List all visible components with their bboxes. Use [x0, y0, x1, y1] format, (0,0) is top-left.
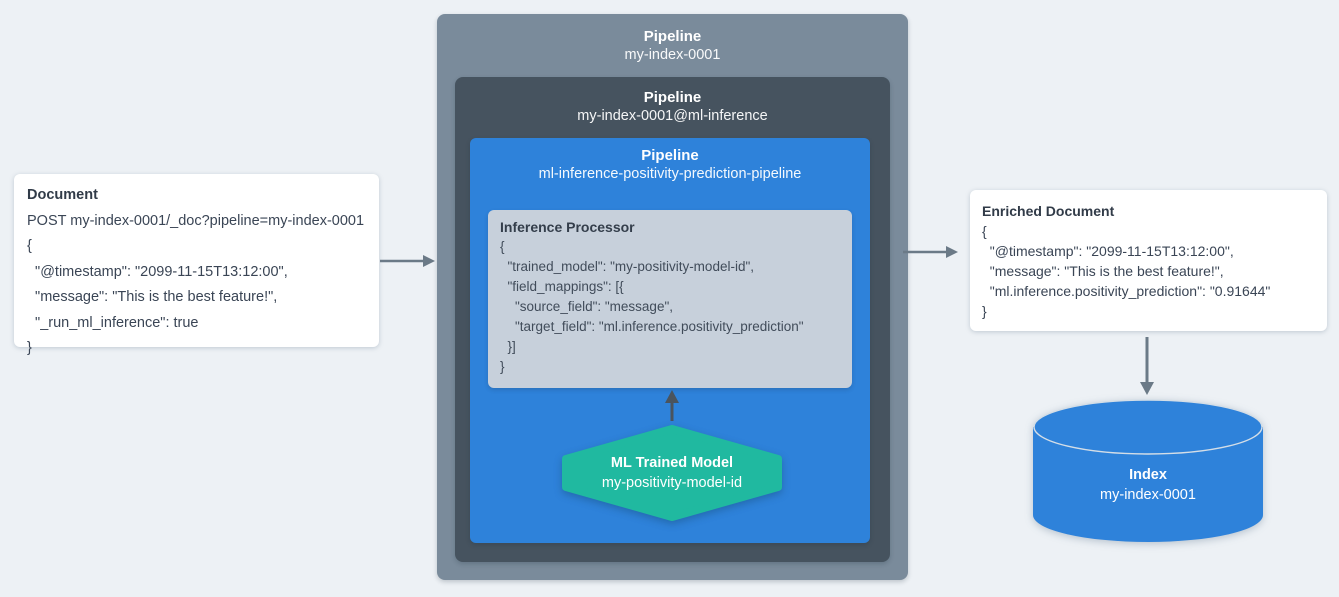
- pipeline-ml-inference-header: Pipeline my-index-0001@ml-inference: [455, 77, 890, 126]
- enriched-document-card: Enriched Document { "@timestamp": "2099-…: [970, 190, 1327, 331]
- pipeline-outer-name: my-index-0001: [624, 47, 721, 63]
- enriched-code-line: {: [982, 223, 987, 239]
- processor-code-line: "trained_model": "my-positivity-model-id…: [500, 259, 755, 274]
- ml-trained-model-title: ML Trained Model: [610, 455, 734, 471]
- pipeline-positivity-header: Pipeline ml-inference-positivity-predict…: [470, 138, 870, 184]
- arrow-right-icon: [903, 246, 958, 258]
- pipeline-positivity-label: Pipeline: [641, 147, 699, 164]
- document-code-line: "@timestamp": "2099-11-15T13:12:00",: [27, 263, 288, 280]
- index-cylinder: Index my-index-0001: [1033, 399, 1263, 544]
- document-code-line: "_run_ml_inference": true: [27, 314, 199, 331]
- pipeline-outer-label: Pipeline: [643, 28, 702, 45]
- processor-code-line: {: [500, 239, 505, 254]
- index-name: my-index-0001: [1100, 486, 1196, 503]
- document-code-line: "message": "This is the best feature!",: [27, 289, 278, 305]
- pipeline-ml-inference-name: my-index-0001@ml-inference: [577, 108, 768, 124]
- ml-trained-model-name: my-positivity-model-id: [601, 475, 743, 491]
- inference-processor-title: Inference Processor: [500, 219, 635, 235]
- document-code-line: {: [27, 238, 32, 254]
- arrow-up-icon: [665, 390, 679, 421]
- processor-code-line: "target_field": "ml.inference.positivity…: [500, 319, 804, 334]
- processor-code-line: }: [500, 359, 505, 374]
- ml-trained-model-hexagon: ML Trained Model my-positivity-model-id: [557, 423, 787, 523]
- pipeline-outer-header: Pipeline my-index-0001: [437, 14, 908, 65]
- pipeline-ml-inference-label: Pipeline: [643, 89, 702, 106]
- processor-code-line: }]: [500, 339, 516, 354]
- pipeline-positivity-name: ml-inference-positivity-prediction-pipel…: [538, 166, 802, 182]
- processor-code-line: "source_field": "message",: [500, 299, 673, 314]
- inference-processor-box: Inference Processor { "trained_model": "…: [488, 210, 852, 388]
- database-icon: [1033, 399, 1263, 542]
- enriched-code-line: "message": "This is the best feature!",: [982, 263, 1224, 279]
- arrow-right-icon: [380, 255, 435, 267]
- hexagon-icon: [562, 425, 782, 521]
- enriched-code-line: "ml.inference.positivity_prediction": "0…: [982, 283, 1271, 299]
- document-code-line: }: [27, 340, 32, 356]
- document-card-title: Document: [27, 187, 98, 203]
- pipeline-box-ml-inference: Pipeline my-index-0001@ml-inference Pipe…: [455, 77, 890, 562]
- document-card: Document POST my-index-0001/_doc?pipelin…: [14, 174, 379, 356]
- ml-trained-model-text: ML Trained Model my-positivity-model-id: [557, 423, 787, 523]
- index-title: Index: [1129, 466, 1167, 483]
- enriched-document-title: Enriched Document: [982, 203, 1115, 219]
- document-code-line: POST my-index-0001/_doc?pipeline=my-inde…: [27, 212, 365, 229]
- enriched-code-line: }: [982, 303, 987, 319]
- index-text: Index my-index-0001: [1033, 399, 1263, 544]
- arrow-down-icon: [1140, 337, 1154, 395]
- pipeline-box-outer: Pipeline my-index-0001 Pipeline my-index…: [437, 14, 908, 580]
- enriched-code-line: "@timestamp": "2099-11-15T13:12:00",: [982, 243, 1234, 259]
- processor-code-line: "field_mappings": [{: [500, 279, 624, 294]
